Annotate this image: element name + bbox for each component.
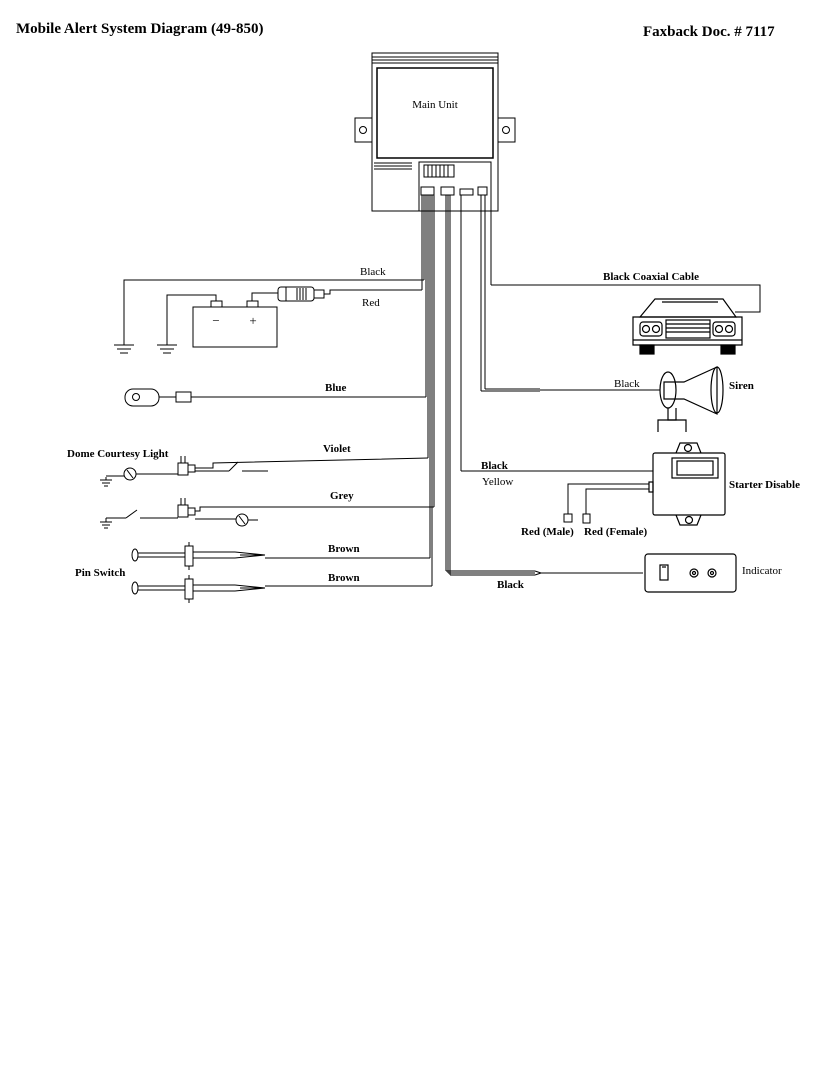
coaxial-cable xyxy=(491,284,761,313)
battery-plus-sign: + xyxy=(249,313,256,328)
brown-wire-1-label: Brown xyxy=(328,543,360,555)
blue-wire-label: Blue xyxy=(325,382,347,394)
battery-wire-label: Red xyxy=(362,297,380,309)
ground-wire xyxy=(114,279,424,354)
car-icon xyxy=(632,298,743,355)
red-male-label: Red (Male) xyxy=(521,526,574,538)
red-female-label: Red (Female) xyxy=(584,526,648,538)
siren-wire-label: Black xyxy=(614,378,640,390)
starter-yellow-wire-label: Yellow xyxy=(482,476,513,488)
starter-black-wire-label: Black xyxy=(481,460,509,472)
battery xyxy=(157,294,278,354)
indicator-module xyxy=(644,553,737,593)
indicator-wires xyxy=(446,570,643,576)
violet-wire-label: Violet xyxy=(323,443,351,455)
battery-minus-sign: − xyxy=(212,313,219,328)
main-unit xyxy=(354,52,516,212)
siren-icon xyxy=(657,366,724,432)
ground-wire-label: Black xyxy=(360,266,386,278)
grey-wire-circuit xyxy=(100,498,434,529)
main-unit-label: Main Unit xyxy=(412,99,458,111)
starter-disable-label: Starter Disable xyxy=(729,479,800,491)
starter-disable-module xyxy=(563,442,726,526)
dome-light-label: Dome Courtesy Light xyxy=(67,448,169,460)
wire-harness xyxy=(421,195,492,586)
siren-label: Siren xyxy=(729,380,754,392)
indicator-label: Indicator xyxy=(742,565,782,577)
fuse-holder xyxy=(251,286,422,302)
coaxial-cable-label: Black Coaxial Cable xyxy=(603,271,699,283)
grey-wire-label: Grey xyxy=(330,490,354,502)
brown-wire-2-label: Brown xyxy=(328,572,360,584)
pin-switch-top xyxy=(131,542,430,570)
pin-switch-label: Pin Switch xyxy=(75,567,125,579)
indicator-wire-label: Black xyxy=(497,579,525,591)
dome-light-circuit xyxy=(100,456,429,487)
faxback-doc-number: Faxback Doc. # 7117 xyxy=(643,24,775,40)
blue-wire-terminal xyxy=(124,388,426,407)
diagram-title: Mobile Alert System Diagram (49-850) xyxy=(16,21,263,37)
pin-switch-bottom xyxy=(131,575,432,603)
